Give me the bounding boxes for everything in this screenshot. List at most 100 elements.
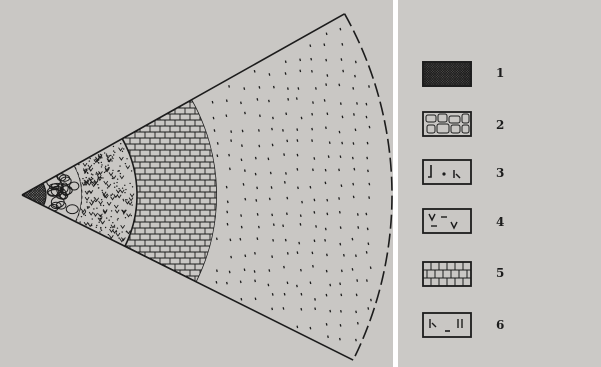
speck xyxy=(126,231,127,232)
dot-mark xyxy=(342,142,343,144)
dot-mark xyxy=(269,198,270,200)
dot-mark xyxy=(315,308,316,310)
dot-mark xyxy=(310,327,311,329)
dot-mark xyxy=(272,255,273,257)
dot-mark xyxy=(259,145,260,147)
legend-label-4: 4 xyxy=(496,215,504,229)
dot-mark xyxy=(212,101,213,103)
zone-5-sparse-dots xyxy=(192,14,392,360)
dot-mark xyxy=(240,281,241,283)
dot-mark xyxy=(370,267,371,269)
dot-mark xyxy=(368,307,369,309)
dot-mark xyxy=(245,255,246,257)
dot-mark xyxy=(326,127,327,129)
speck xyxy=(126,199,127,200)
speck xyxy=(97,179,98,180)
speck xyxy=(98,162,99,163)
dot-mark xyxy=(352,238,353,240)
dot-mark xyxy=(285,181,286,183)
dot-mark xyxy=(300,214,301,216)
dot-mark xyxy=(340,28,341,30)
hatch-line xyxy=(0,180,24,210)
speck xyxy=(99,231,100,232)
dot-mark xyxy=(259,226,260,228)
dot-mark xyxy=(245,112,246,114)
speck xyxy=(100,215,101,216)
dot-mark xyxy=(301,293,302,295)
speck xyxy=(93,163,94,164)
speck xyxy=(82,178,83,179)
dot-mark xyxy=(352,268,353,270)
speck xyxy=(105,227,106,228)
dot-mark xyxy=(242,130,243,132)
dot-mark xyxy=(342,43,343,45)
legend-item-4: 4 xyxy=(423,209,504,233)
dot-mark xyxy=(313,101,314,103)
hatch-line xyxy=(0,180,8,210)
dot-mark xyxy=(371,299,372,301)
legend-swatch-v-and-dash-marks xyxy=(423,209,471,233)
dot-mark xyxy=(255,298,256,300)
legend-item-1: 1 xyxy=(398,62,505,86)
hatch-line xyxy=(401,62,425,86)
speck xyxy=(91,177,92,178)
dot-mark xyxy=(341,294,342,296)
legend-swatch-cobbles xyxy=(423,112,471,136)
dot-mark xyxy=(342,116,343,118)
dot-mark xyxy=(287,252,288,254)
hatch-line xyxy=(0,180,21,210)
dot-mark xyxy=(368,170,369,172)
speck xyxy=(89,191,90,192)
speck xyxy=(111,195,112,196)
dot-mark xyxy=(353,183,354,185)
dot-mark xyxy=(358,322,359,324)
dot-mark xyxy=(213,117,214,119)
speck xyxy=(101,164,102,165)
dot-mark xyxy=(269,100,270,102)
dot-mark xyxy=(356,311,357,313)
dot-mark xyxy=(354,113,355,115)
dot-mark xyxy=(298,187,299,189)
speck xyxy=(129,183,130,184)
dot-mark xyxy=(287,282,288,284)
speck xyxy=(114,183,115,184)
dot-mark xyxy=(284,293,285,295)
speck xyxy=(87,206,88,207)
dot-mark xyxy=(328,336,329,338)
dot-mark xyxy=(366,213,367,215)
speck xyxy=(107,187,108,188)
speck xyxy=(120,143,121,144)
dot-mark xyxy=(288,98,289,100)
dot-mark xyxy=(369,196,370,198)
speck xyxy=(112,170,113,171)
hatch-line xyxy=(398,62,420,86)
speck xyxy=(117,227,118,228)
dot-mark xyxy=(339,197,340,199)
dot-mark xyxy=(367,279,368,281)
dot-mark xyxy=(230,239,231,241)
speck xyxy=(93,208,94,209)
hatch-line xyxy=(0,180,14,210)
speck xyxy=(86,201,87,202)
dot-mark xyxy=(227,201,228,203)
speck xyxy=(101,162,102,163)
speck xyxy=(110,227,111,228)
dot-mark xyxy=(226,114,227,116)
speck xyxy=(124,185,125,186)
legend-label-1: 1 xyxy=(496,66,504,80)
speck xyxy=(97,184,98,185)
speck xyxy=(106,217,107,218)
speck xyxy=(91,173,92,174)
dot-mark xyxy=(340,243,341,245)
dot-mark xyxy=(285,72,286,74)
dot-mark xyxy=(324,44,325,46)
hatch-line xyxy=(0,180,16,210)
hatch-line xyxy=(473,62,497,86)
dot-mark xyxy=(297,326,298,328)
hatch-line xyxy=(0,180,16,210)
dot-mark xyxy=(286,113,287,115)
hatch-line xyxy=(471,62,495,86)
dot-mark xyxy=(357,102,358,104)
dot-mark xyxy=(300,223,301,225)
dot-mark xyxy=(268,158,269,160)
